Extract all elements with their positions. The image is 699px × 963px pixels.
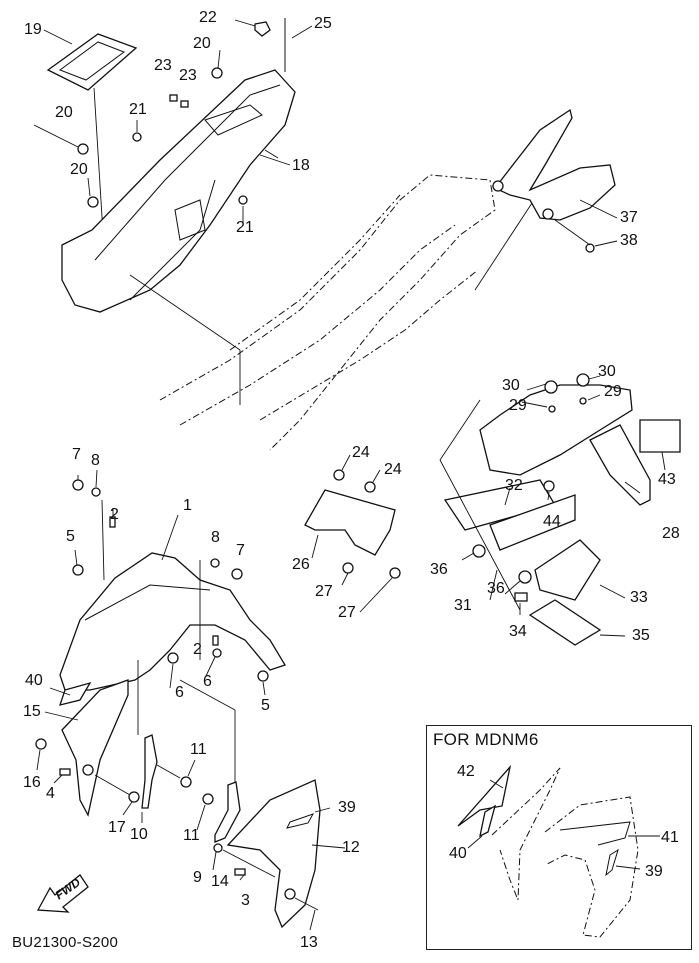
callout-5: 5 — [261, 697, 270, 714]
callout-29: 29 — [604, 383, 622, 400]
callout-11: 11 — [190, 741, 207, 758]
callout-27: 27 — [338, 604, 356, 621]
callout-25: 25 — [314, 15, 332, 32]
callout-2: 2 — [193, 641, 202, 658]
callout-15: 15 — [23, 703, 41, 720]
callout-23: 23 — [154, 57, 172, 74]
part-40-decal — [59, 681, 92, 706]
callout-23: 23 — [179, 67, 197, 84]
callout-17: 17 — [108, 819, 126, 836]
callout-27: 27 — [315, 583, 333, 600]
callout-21: 21 — [236, 219, 254, 236]
callout-39: 39 — [338, 799, 356, 816]
callout-36: 36 — [430, 561, 448, 578]
inset-callout-39: 39 — [645, 863, 663, 880]
callout-32: 32 — [505, 477, 523, 494]
callout-20: 20 — [193, 35, 211, 52]
part-34-clip — [514, 592, 528, 602]
inset-part-42 — [457, 764, 512, 827]
callout-37: 37 — [620, 209, 638, 226]
inset-title: FOR MDNM6 — [433, 730, 539, 749]
callout-4: 4 — [46, 785, 55, 802]
callout-8: 8 — [211, 529, 220, 546]
callout-33: 33 — [630, 589, 648, 606]
callout-40: 40 — [25, 672, 43, 689]
frame-outline — [159, 174, 496, 451]
inset-box-mdnm6: FOR MDNM6 42 40 41 39 — [426, 725, 692, 950]
callout-13: 13 — [300, 934, 318, 951]
callout-2: 2 — [110, 506, 119, 523]
inset-callout-42: 42 — [457, 763, 475, 780]
callout-20: 20 — [55, 104, 73, 121]
callout-16: 16 — [23, 774, 41, 791]
inset-drawing — [457, 764, 660, 938]
callout-34: 34 — [509, 623, 527, 640]
callout-24: 24 — [352, 444, 370, 461]
callout-21: 21 — [129, 101, 147, 118]
part-12-cover — [226, 779, 346, 931]
part-37-grab-bar — [474, 108, 618, 291]
callout-36: 36 — [487, 580, 505, 597]
callout-22: 22 — [199, 9, 217, 26]
part-1-front-fender — [59, 469, 286, 785]
part-19-pad — [43, 29, 138, 266]
callout-31: 31 — [454, 597, 472, 614]
part-9-stay — [196, 781, 276, 878]
callout-11: 11 — [183, 827, 200, 844]
callout-8: 8 — [91, 452, 100, 469]
fwd-arrow — [36, 874, 89, 913]
callout-28: 28 — [662, 525, 680, 542]
part-35-stay — [528, 599, 602, 646]
inset-callout-40: 40 — [449, 845, 467, 862]
callout-24: 24 — [384, 461, 402, 478]
callout-7: 7 — [72, 446, 81, 463]
callout-1: 1 — [183, 497, 192, 514]
callout-14: 14 — [211, 873, 229, 890]
callout-9: 9 — [193, 869, 202, 886]
callout-20: 20 — [70, 161, 88, 178]
callout-7: 7 — [236, 542, 245, 559]
part-10-stay — [141, 734, 196, 823]
callout-5: 5 — [66, 528, 75, 545]
callout-30: 30 — [598, 363, 616, 380]
callout-6: 6 — [203, 673, 212, 690]
part-31-bracket — [489, 494, 576, 551]
callout-10: 10 — [130, 826, 148, 843]
fasteners-top — [33, 18, 313, 222]
callout-30: 30 — [502, 377, 520, 394]
callout-18: 18 — [292, 157, 310, 174]
callout-44: 44 — [543, 513, 561, 530]
part-28-rear-fender — [439, 373, 681, 646]
callout-38: 38 — [620, 232, 638, 249]
diagram-code: BU21300-S200 — [12, 934, 119, 951]
part-26-bracket — [304, 454, 401, 613]
callout-12: 12 — [342, 839, 360, 856]
inset-part-40 — [479, 804, 497, 838]
callout-35: 35 — [632, 627, 650, 644]
callout-6: 6 — [175, 684, 184, 701]
part-43-reflector — [639, 419, 681, 453]
inset-callout-41: 41 — [661, 829, 679, 846]
callout-19: 19 — [24, 21, 42, 38]
part-18-tail-box — [61, 69, 296, 405]
callout-3: 3 — [241, 892, 250, 909]
part-39-emblem — [286, 813, 315, 829]
part-33-plate — [534, 539, 601, 601]
callout-29: 29 — [509, 397, 527, 414]
callout-43: 43 — [658, 471, 676, 488]
callout-26: 26 — [292, 556, 310, 573]
part-15-side-cover — [35, 679, 140, 817]
